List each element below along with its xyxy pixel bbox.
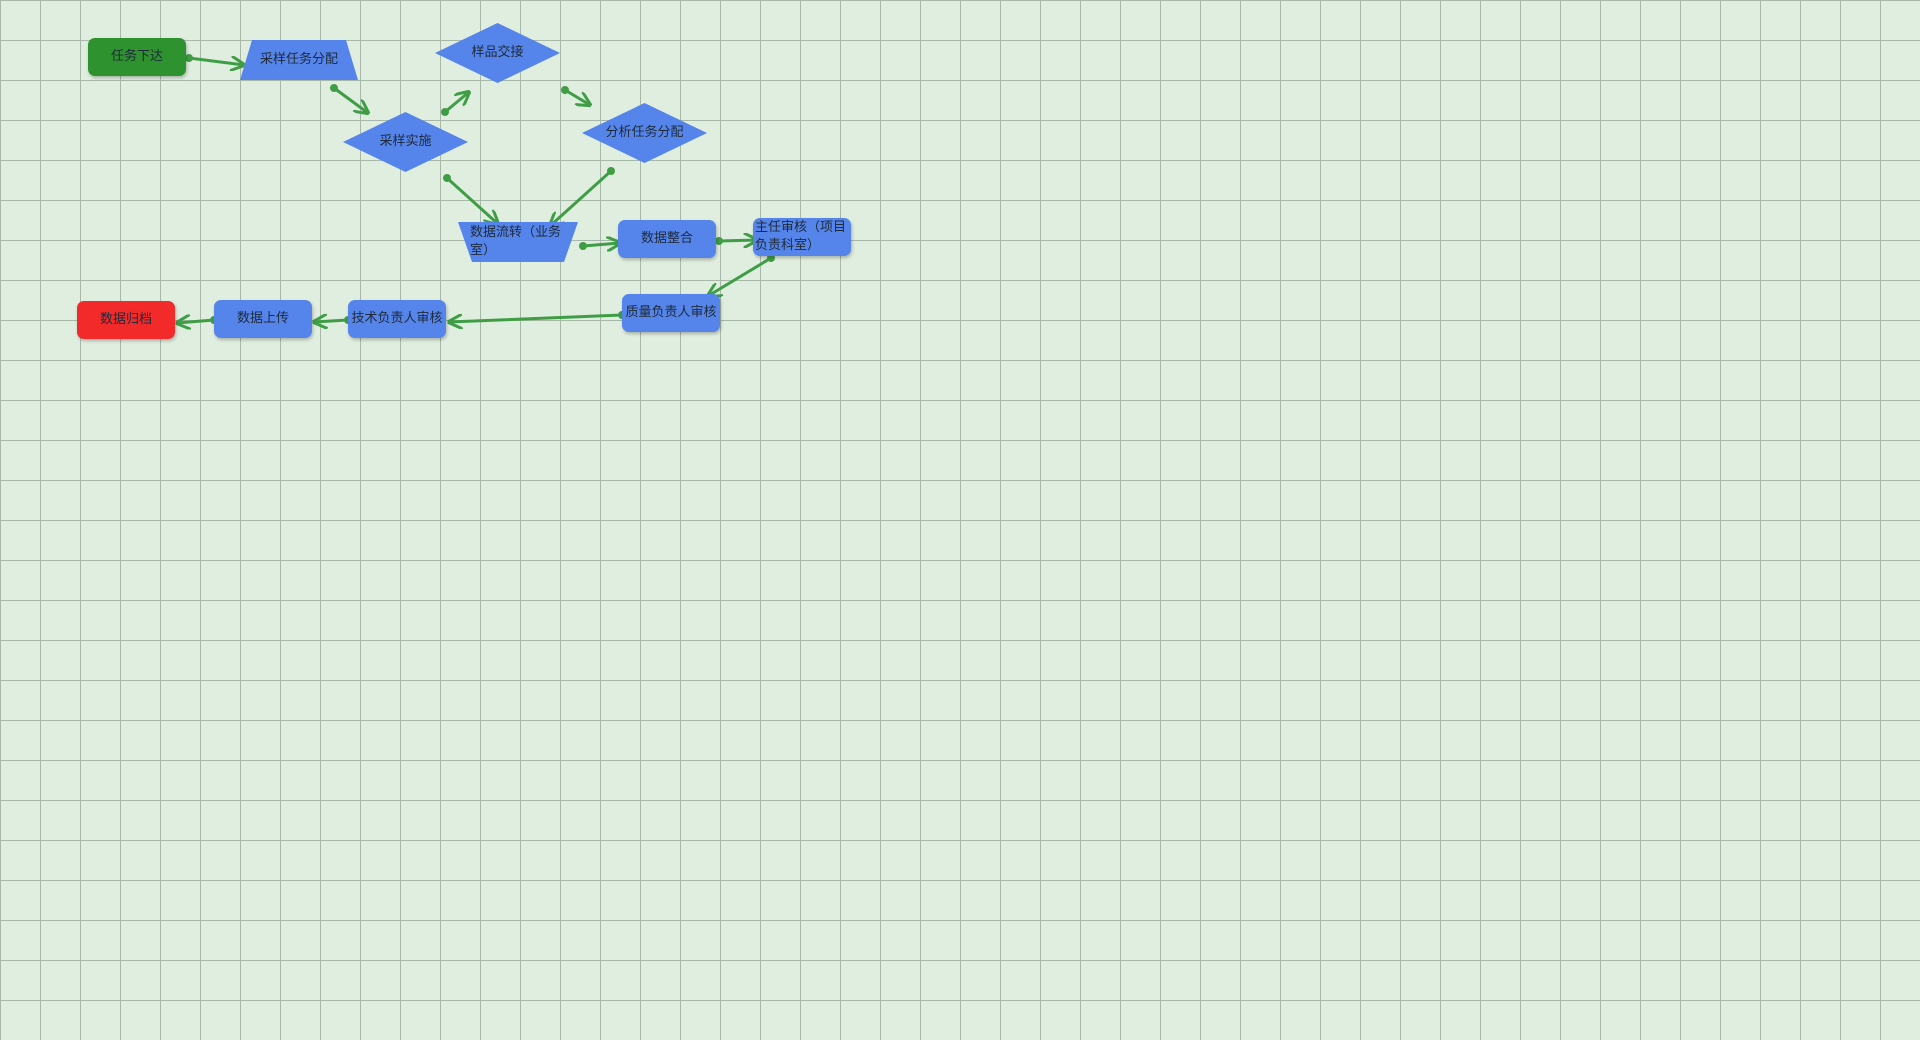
node-sample-handover[interactable]: 样品交接 [435, 23, 560, 83]
node-task-issue-label: 任务下达 [110, 49, 163, 64]
node-data-upload-label: 数据上传 [236, 311, 289, 326]
edge-transfer-to-integration-start-dot [579, 242, 587, 250]
edge-exec-to-transfer[interactable] [445, 176, 498, 224]
node-sampling-exec[interactable]: 采样实施 [343, 112, 468, 172]
node-data-archive-label: 数据归档 [99, 312, 152, 327]
node-data-transfer[interactable]: 数据流转（业务室） [458, 222, 578, 262]
node-data-archive[interactable]: 数据归档 [77, 301, 175, 339]
node-data-upload[interactable]: 数据上传 [214, 300, 312, 338]
node-data-transfer-label: 数据流转（业务室） [470, 225, 562, 258]
edge-director-to-quality-start-dot [767, 254, 775, 262]
edge-sampling-assign-to-exec[interactable] [332, 86, 368, 113]
edge-handover-to-analysis-start-dot [561, 86, 569, 94]
edge-integration-to-director-start-dot [715, 237, 723, 245]
edge-issue-to-sampling-assign[interactable] [187, 58, 244, 65]
diamond-shape [343, 112, 468, 172]
node-tech-review-label: 技术负责人审核 [351, 311, 443, 326]
edge-upload-to-archive[interactable] [177, 320, 216, 323]
node-quality-review[interactable]: 质量负责人审核 [622, 294, 720, 332]
edge-issue-to-sampling-assign-start-dot [185, 54, 193, 62]
edge-exec-to-handover[interactable] [443, 92, 469, 114]
node-quality-review-label: 质量负责人审核 [625, 305, 717, 320]
node-director-review[interactable]: 主任审核（项目负责科室） [753, 218, 851, 256]
node-data-integration[interactable]: 数据整合 [618, 220, 716, 258]
diamond-shape [582, 103, 707, 163]
edge-director-to-quality[interactable] [708, 256, 773, 296]
node-analysis-assign[interactable]: 分析任务分配 [582, 103, 707, 163]
edge-tech-to-upload[interactable] [314, 320, 350, 322]
trapezoid-shape [240, 40, 358, 80]
edge-analysis-to-transfer-start-dot [607, 167, 615, 175]
node-director-review-label: 主任审核（项目负责科室） [755, 220, 847, 253]
node-tech-review[interactable]: 技术负责人审核 [348, 300, 446, 338]
node-task-issue[interactable]: 任务下达 [88, 38, 186, 76]
edge-exec-to-transfer-start-dot [443, 174, 451, 182]
edge-transfer-to-integration[interactable] [581, 243, 620, 246]
edge-quality-to-tech[interactable] [449, 313, 624, 322]
edge-sampling-assign-to-exec-start-dot [330, 84, 338, 92]
node-data-integration-label: 数据整合 [640, 231, 693, 246]
node-sampling-exec-label: 采样实施 [379, 134, 432, 149]
node-analysis-assign-label: 分析任务分配 [605, 125, 684, 140]
node-sample-handover-label: 样品交接 [471, 45, 524, 60]
diamond-shape [435, 23, 560, 83]
edge-exec-to-handover-start-dot [441, 108, 449, 116]
edge-handover-to-analysis[interactable] [563, 88, 590, 105]
node-sampling-assign[interactable]: 采样任务分配 [240, 40, 358, 80]
node-sampling-assign-label: 采样任务分配 [259, 52, 338, 67]
edge-integration-to-director[interactable] [717, 240, 757, 241]
inverted-trapezoid-shape [458, 222, 578, 262]
edge-analysis-to-transfer[interactable] [550, 169, 613, 226]
